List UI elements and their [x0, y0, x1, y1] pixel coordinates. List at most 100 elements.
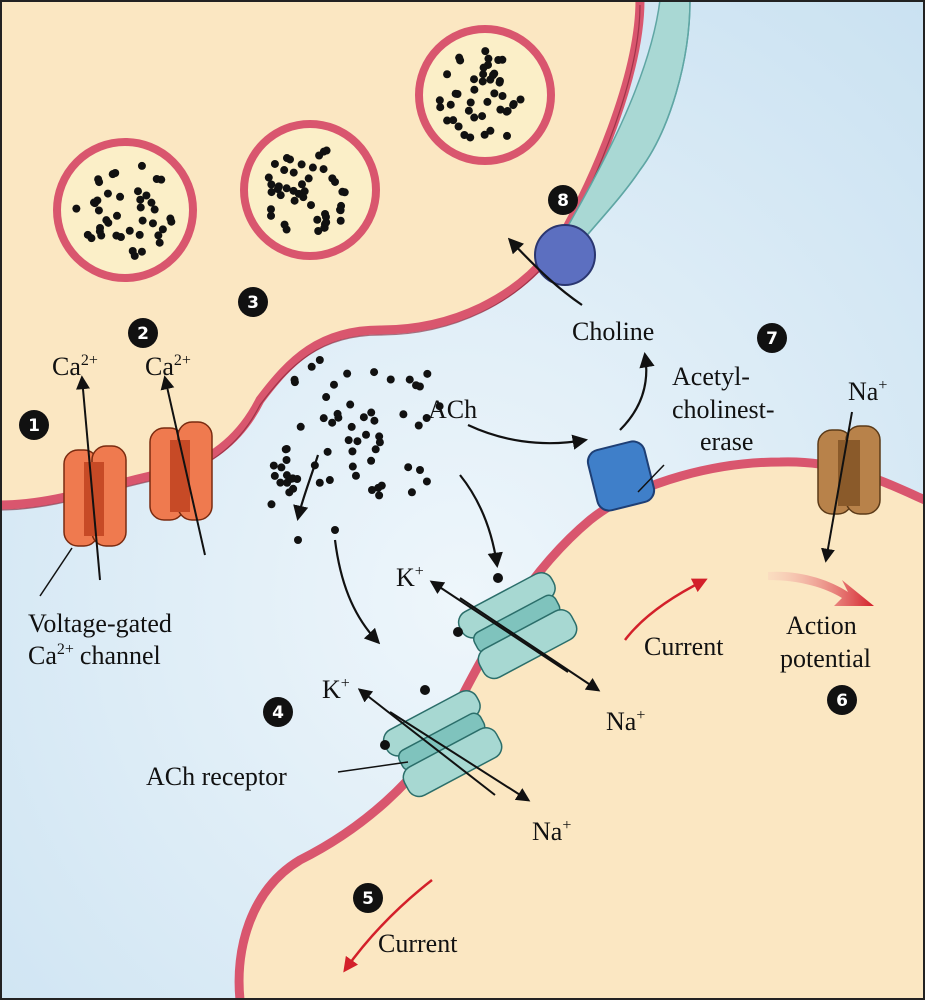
ach-molecule	[297, 160, 306, 169]
ach-molecule	[136, 195, 145, 204]
ach-molecule	[490, 89, 499, 98]
na-label-lower: Na+	[532, 817, 571, 846]
ach-molecule	[136, 203, 145, 212]
ach-molecule	[367, 408, 376, 417]
ach-molecule	[386, 375, 395, 384]
ach-molecule	[313, 215, 322, 224]
ach-molecule	[270, 159, 279, 168]
ach-molecule	[142, 191, 151, 200]
ach-molecule	[290, 375, 299, 384]
ach-molecule	[454, 122, 463, 131]
ach-molecule	[96, 223, 105, 232]
action-label-line1: Action	[786, 611, 857, 640]
ach-molecule	[336, 206, 345, 215]
voltage-gated-ca-channel-left	[63, 375, 127, 581]
ach-molecule	[479, 70, 488, 79]
ach-molecule	[130, 251, 139, 260]
ach-molecule	[480, 130, 489, 139]
ach-molecule	[443, 70, 452, 79]
ach-molecule	[281, 445, 290, 454]
ach-molecule	[516, 95, 525, 104]
ach-molecule	[486, 126, 495, 135]
ache-label-line3: erase	[700, 427, 753, 456]
ach-molecule	[460, 131, 469, 140]
ach-molecule	[294, 536, 302, 544]
ach-molecule	[348, 462, 357, 471]
ach-molecule	[436, 103, 445, 112]
step-6-badge: 6	[827, 685, 857, 715]
ach-molecule	[83, 230, 92, 239]
released-ach-molecules	[267, 355, 444, 544]
ach-molecule	[276, 191, 285, 200]
ach-molecule	[470, 85, 479, 94]
svg-text:3: 3	[247, 293, 259, 313]
ach-molecule	[274, 182, 283, 191]
ach-molecule	[319, 414, 328, 423]
ach-molecule	[470, 75, 479, 84]
ach-molecule	[276, 478, 285, 487]
ach-molecule	[296, 422, 305, 431]
ach-molecule	[287, 474, 296, 483]
ache-label-line1: Acetyl-	[672, 362, 750, 391]
na-label-upper: Na+	[606, 707, 645, 736]
ach-molecule	[293, 474, 302, 483]
acetylcholinesterase-enzyme	[586, 440, 665, 512]
ach-molecule	[267, 500, 276, 509]
ach-molecule	[370, 416, 379, 425]
action-potential-arrow	[768, 571, 874, 606]
ach-molecule	[435, 402, 444, 411]
ach-molecule	[375, 432, 384, 441]
ach-molecule	[94, 206, 103, 215]
ach-molecule	[359, 413, 368, 422]
svg-text:2: 2	[137, 324, 149, 344]
ach-molecule	[321, 212, 330, 221]
ach-molecule	[329, 380, 338, 389]
ach-molecule	[351, 471, 360, 480]
ach-molecule	[509, 101, 518, 110]
ach-molecule	[502, 107, 511, 116]
ach-molecule	[331, 177, 340, 186]
ach-molecule	[478, 112, 487, 121]
choline-label: Choline	[572, 317, 654, 346]
ach-molecule	[282, 456, 291, 465]
svg-text:7: 7	[766, 329, 778, 349]
voltage-gated-na-channel	[817, 411, 881, 563]
ach-molecule	[282, 184, 291, 193]
ach-molecule	[443, 116, 452, 125]
ach-molecule	[137, 161, 146, 170]
ach-molecule	[481, 47, 490, 56]
ach-molecule	[133, 187, 142, 196]
current-label-right: Current	[644, 632, 724, 661]
k-label-lower: K+	[322, 675, 350, 704]
ach-molecule	[370, 368, 379, 377]
step-4-badge: 4	[263, 697, 293, 727]
ach-molecule	[367, 456, 376, 465]
ach-molecule	[346, 400, 355, 409]
choline-transporter	[507, 224, 596, 306]
ach-molecule	[135, 230, 144, 239]
ach-molecule	[494, 55, 503, 64]
ach-molecule	[347, 422, 356, 431]
ach-molecule	[267, 188, 276, 197]
ach-molecule	[496, 105, 505, 114]
ach-molecule	[344, 436, 353, 445]
ach-molecule	[415, 382, 424, 391]
voltage-gated-label: Voltage-gated	[28, 609, 172, 638]
ach-molecule	[449, 116, 458, 125]
ach-molecule	[280, 220, 289, 229]
ach-molecule	[267, 180, 276, 189]
ach-molecule	[307, 201, 316, 210]
step-8-badge: 8	[548, 185, 578, 215]
ach-molecule	[368, 486, 376, 494]
voltage-gated-ca-channel-right	[149, 375, 213, 556]
ach-molecule	[158, 225, 167, 234]
ach-molecule	[478, 77, 487, 86]
postsynaptic-muscle	[239, 461, 925, 1000]
ach-molecule	[285, 488, 294, 497]
ach-molecule	[89, 198, 98, 207]
k-label-upper: K+	[396, 563, 424, 592]
svg-text:8: 8	[557, 191, 569, 211]
ach-molecule	[348, 447, 357, 456]
ach-molecule	[112, 211, 121, 220]
ach-molecule	[479, 63, 488, 72]
